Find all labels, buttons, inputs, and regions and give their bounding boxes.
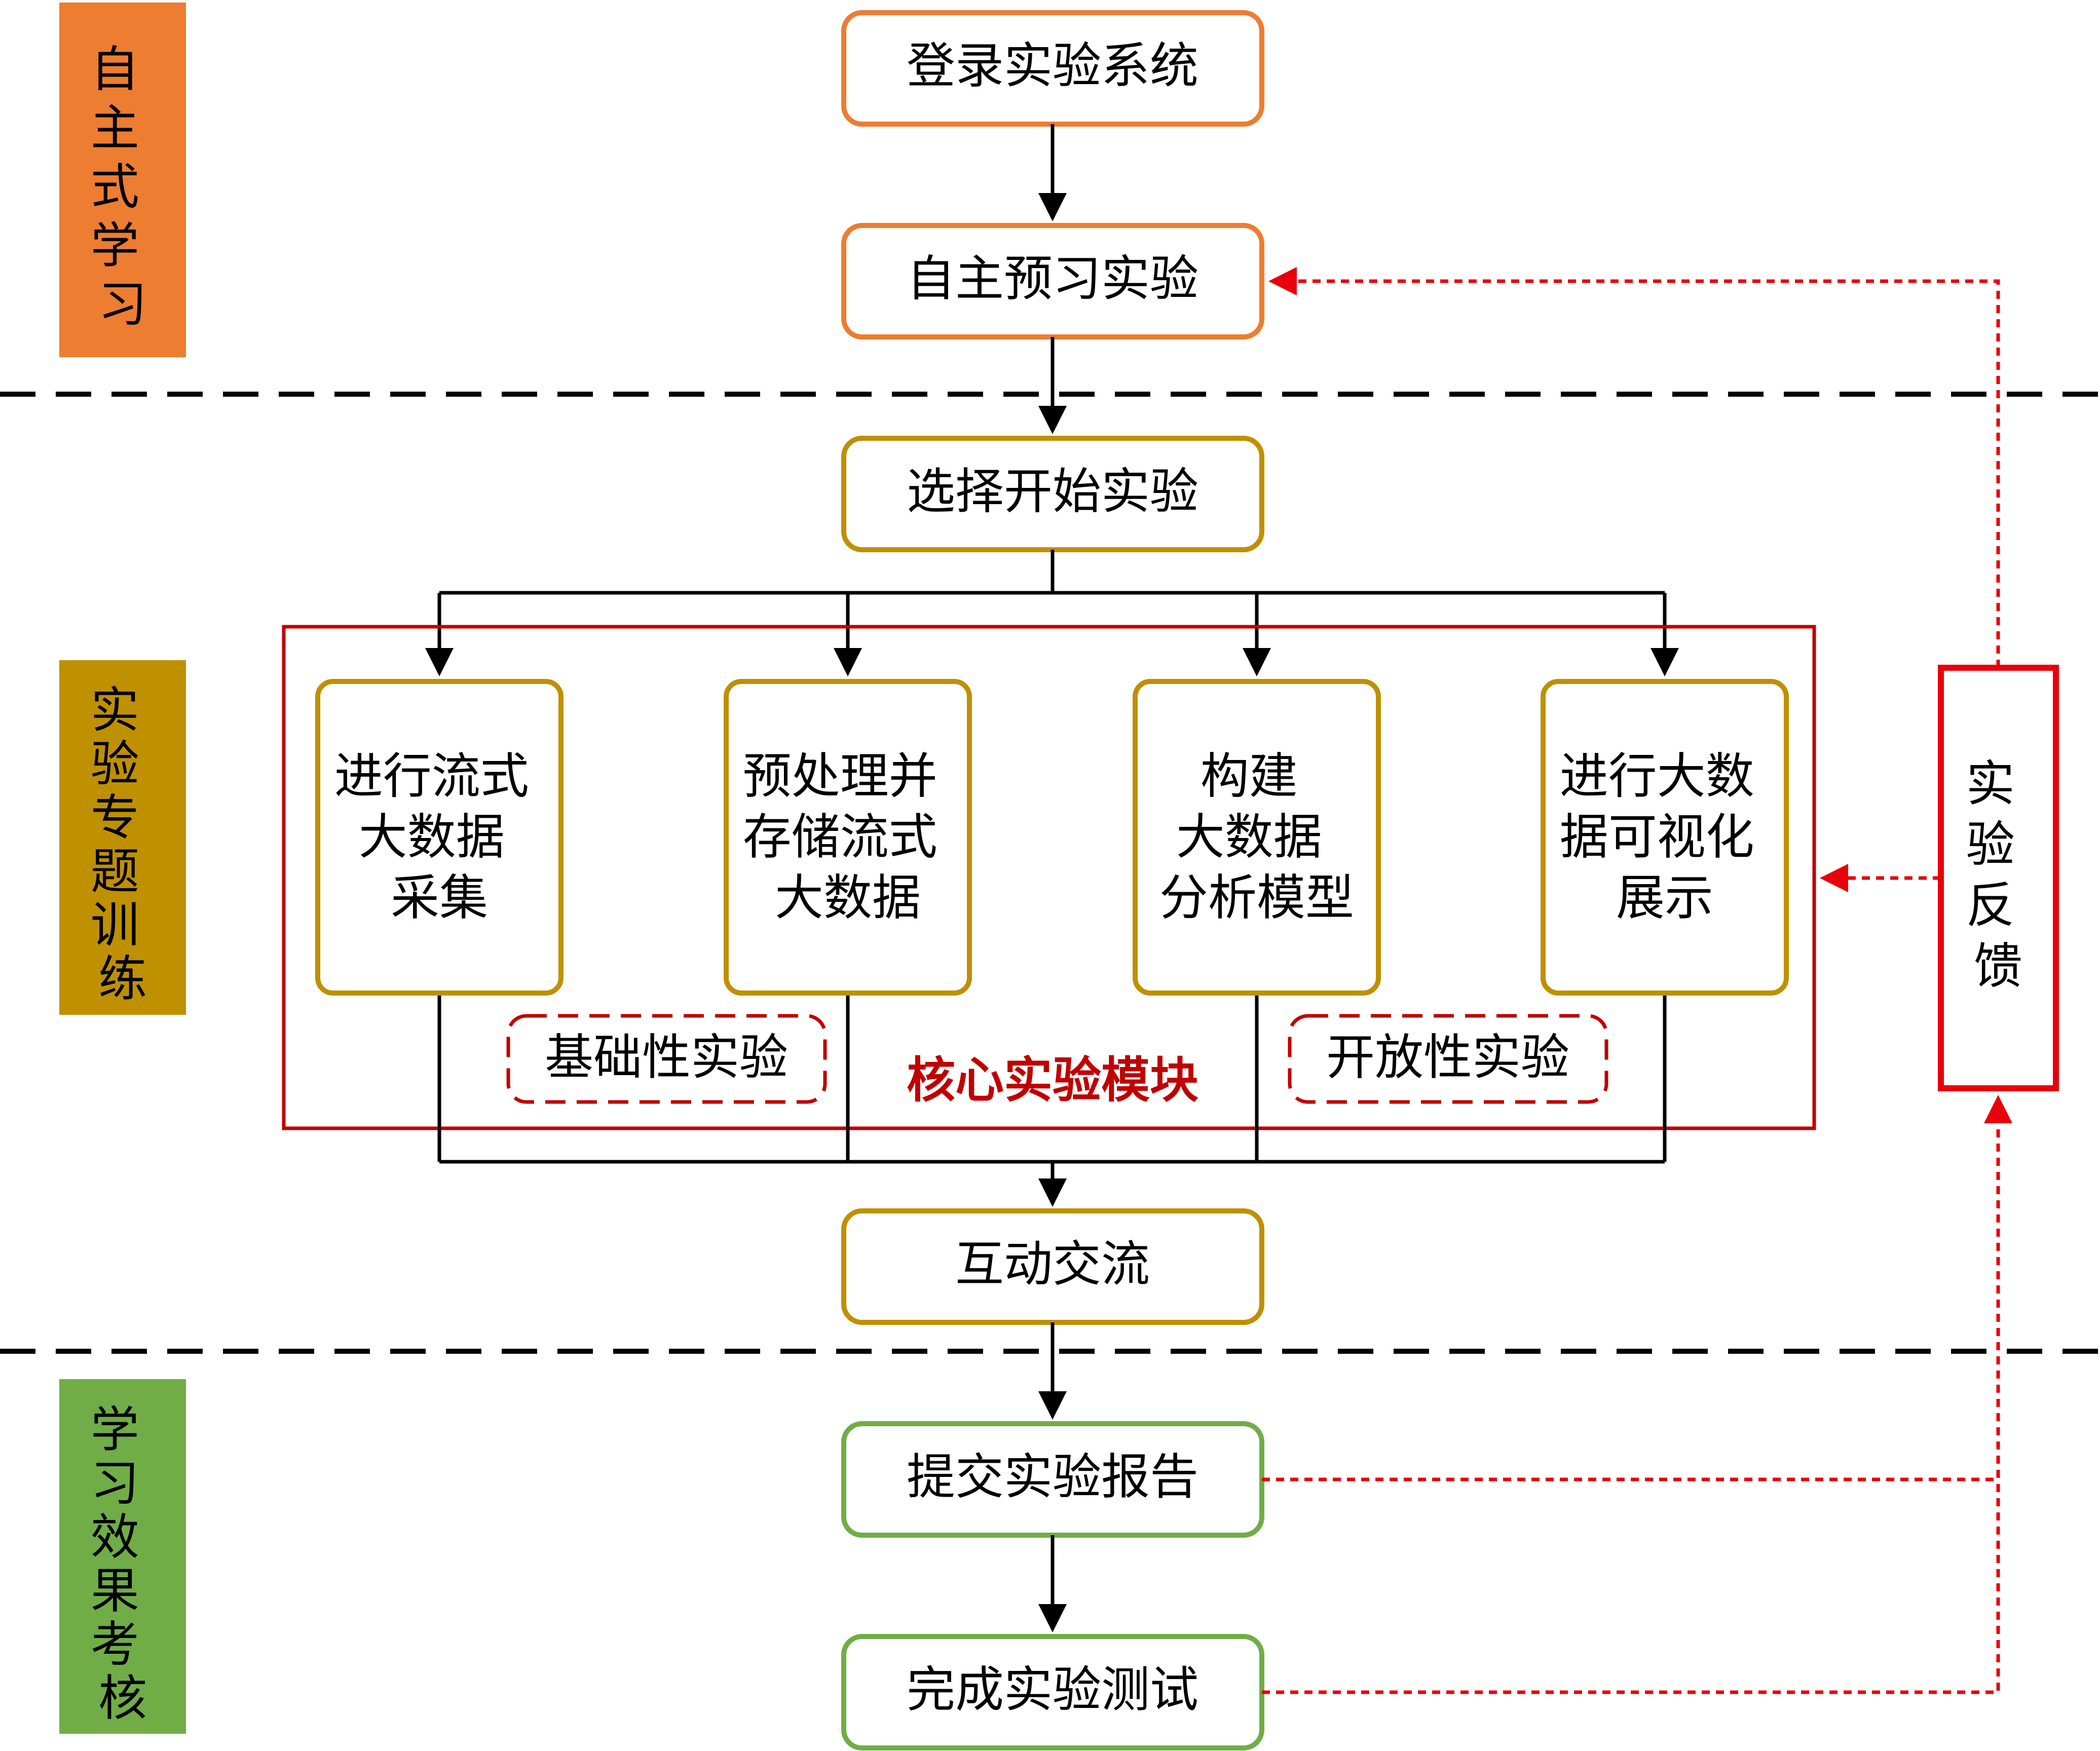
stage-label-topic-training-text: 实 验 专 题 训 练 (91, 682, 155, 1007)
tag-basic-experiment: 基础性实验 (506, 1014, 827, 1104)
module-model-text: 构建 大数据 分析模型 (1159, 748, 1354, 926)
node-select: 选择开始实验 (841, 436, 1264, 552)
module-visualize: 进行大数 据可视化 展示 (1541, 679, 1789, 996)
node-interact: 互动交流 (841, 1208, 1264, 1325)
core-module-title: 核心实验模块 (907, 1052, 1198, 1109)
node-preview: 自主预习实验 (841, 223, 1264, 339)
stage-label-self-study: 自 主 式 学 习 (59, 3, 186, 357)
node-report-text: 提交实验报告 (907, 1449, 1198, 1505)
node-select-text: 选择开始实验 (907, 463, 1198, 520)
stage-label-topic-training: 实 验 专 题 训 练 (59, 660, 186, 1015)
stage-label-assessment: 学 习 效 果 考 核 (59, 1379, 186, 1734)
module-model: 构建 大数据 分析模型 (1133, 679, 1381, 996)
module-visualize-text: 进行大数 据可视化 展示 (1560, 748, 1770, 926)
core-module-frame (282, 625, 1816, 1130)
node-test: 完成实验测试 (841, 1634, 1264, 1750)
tag-basic-experiment-text: 基础性实验 (545, 1029, 788, 1086)
stage-label-self-study-text: 自 主 式 学 习 (91, 41, 155, 333)
feedback-box-text: 实 验 反 馈 (1966, 755, 2031, 995)
tag-open-experiment-text: 开放性实验 (1326, 1029, 1569, 1086)
feedback-box: 实 验 反 馈 (1938, 665, 2059, 1091)
module-preprocess: 预处理并 存储流式 大数据 (724, 679, 972, 996)
module-preprocess-text: 预处理并 存储流式 大数据 (743, 748, 953, 926)
node-login-text: 登录实验系统 (907, 37, 1198, 94)
module-collect: 进行流式 大数据 采集 (315, 679, 564, 996)
node-preview-text: 自主预习实验 (907, 250, 1198, 307)
node-login: 登录实验系统 (841, 10, 1264, 127)
module-collect-text: 进行流式 大数据 采集 (334, 748, 545, 926)
branch-merge (437, 993, 1667, 1164)
tag-open-experiment: 开放性实验 (1288, 1014, 1608, 1104)
node-test-text: 完成实验测试 (907, 1661, 1198, 1718)
stage-label-assessment-text: 学 习 效 果 考 核 (91, 1401, 155, 1727)
test-to-feedback (1262, 1095, 2012, 1694)
node-report: 提交实验报告 (841, 1421, 1264, 1538)
feedback-to-preview (1268, 267, 2000, 668)
node-interact-text: 互动交流 (955, 1236, 1150, 1292)
feedback-connectors (1262, 267, 2012, 1694)
branch-split (425, 550, 1679, 676)
